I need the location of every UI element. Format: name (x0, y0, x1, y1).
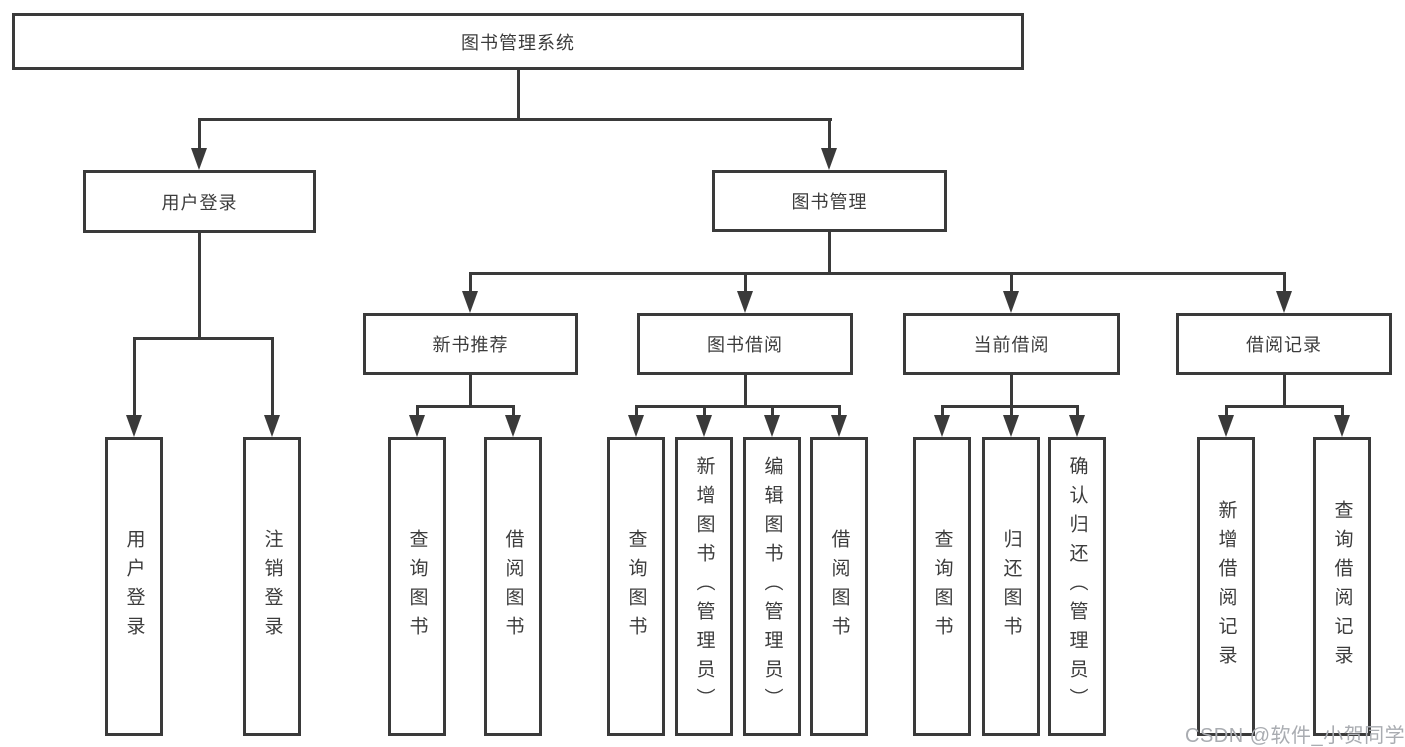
arrowhead-down (934, 415, 950, 437)
connector-bar (635, 405, 841, 408)
node-book-management: 图书管理 (712, 170, 947, 232)
connector-drop (771, 405, 774, 421)
node-label: 查询借阅记录 (1331, 499, 1353, 674)
connector-stem (1283, 375, 1286, 407)
connector-stem (1010, 375, 1013, 407)
node-book-borrow: 图书借阅 (637, 313, 853, 375)
arrowhead-down (1218, 415, 1234, 437)
node-label: 图书管理系统 (461, 32, 575, 53)
connector-drop (1225, 405, 1228, 421)
arrowhead-down (462, 291, 478, 313)
connector-drop (198, 118, 201, 154)
node-label: 注销登录 (261, 528, 283, 645)
connector-drop (1076, 405, 1079, 421)
node-label: 查询图书 (931, 528, 953, 645)
connector-drop (941, 405, 944, 421)
arrowhead-down (696, 415, 712, 437)
connector-root-stem (517, 70, 520, 118)
connector-stem (744, 375, 747, 407)
node-label: 用户登录 (161, 192, 238, 213)
arrowhead-down (628, 415, 644, 437)
leaf-confirm-return-admin: 确认归还（管理员） (1048, 437, 1106, 736)
leaf-query-books-current: 查询图书 (913, 437, 971, 736)
node-user-login: 用户登录 (83, 170, 316, 233)
arrowhead-down (409, 415, 425, 437)
connector-drop (828, 118, 831, 154)
connector-userlogin-stem (198, 233, 201, 337)
node-label: 图书管理 (791, 192, 868, 212)
connector-bar (1225, 405, 1343, 408)
arrowhead-down (821, 148, 837, 170)
leaf-edit-books-admin: 编辑图书（管理员） (743, 437, 801, 736)
arrowhead-down (191, 148, 207, 170)
connector-bar (416, 405, 515, 408)
arrowhead-down (1276, 291, 1292, 313)
connector-drop (271, 337, 274, 421)
connector-drop (635, 405, 638, 421)
node-label: 确认归还（管理员） (1066, 456, 1088, 717)
connector-drop (744, 272, 747, 296)
arrowhead-down (764, 415, 780, 437)
node-label: 借阅图书 (502, 528, 524, 645)
connector-drop (1341, 405, 1344, 421)
connector-drop (703, 405, 706, 421)
connector-drop (1010, 272, 1013, 296)
leaf-add-books-admin: 新增图书（管理员） (675, 437, 733, 736)
connector-bar (941, 405, 1078, 408)
node-label: 归还图书 (1000, 528, 1022, 645)
node-current-borrow: 当前借阅 (903, 313, 1120, 375)
node-label: 查询图书 (625, 528, 647, 645)
leaf-logout-login: 注销登录 (243, 437, 301, 736)
connector-drop (1283, 272, 1286, 296)
arrowhead-down (831, 415, 847, 437)
connector-stem (469, 375, 472, 407)
arrowhead-down (1069, 415, 1085, 437)
node-label: 图书借阅 (707, 335, 783, 355)
node-label: 当前借阅 (973, 335, 1050, 355)
leaf-query-borrow-record: 查询借阅记录 (1313, 437, 1371, 736)
arrowhead-down (126, 415, 142, 437)
leaf-add-borrow-record: 新增借阅记录 (1197, 437, 1255, 736)
csdn-watermark: CSDN @软件_小贺同学 (1185, 725, 1405, 747)
arrowhead-down (264, 415, 280, 437)
leaf-return-books: 归还图书 (982, 437, 1040, 736)
leaf-user-login: 用户登录 (105, 437, 163, 736)
arrowhead-down (1003, 415, 1019, 437)
node-new-book-recommend: 新书推荐 (363, 313, 578, 375)
arrowhead-down (1334, 415, 1350, 437)
node-label: 编辑图书（管理员） (761, 456, 783, 717)
connector-drop (838, 405, 841, 421)
arrowhead-down (1003, 291, 1019, 313)
arrowhead-down (737, 291, 753, 313)
connector-userlogin-bar (133, 337, 274, 340)
leaf-query-books-recommend: 查询图书 (388, 437, 446, 736)
node-library-system: 图书管理系统 (12, 13, 1024, 70)
node-label: 新增图书（管理员） (693, 456, 715, 717)
arrowhead-down (505, 415, 521, 437)
connector-drop (416, 405, 419, 421)
node-label: 新书推荐 (432, 335, 509, 355)
leaf-borrow-books: 借阅图书 (810, 437, 868, 736)
leaf-borrow-books-recommend: 借阅图书 (484, 437, 542, 736)
node-label: 借阅记录 (1246, 335, 1322, 355)
connector-level3-bar (469, 272, 1286, 275)
connector-drop (133, 337, 136, 421)
node-borrow-records: 借阅记录 (1176, 313, 1392, 375)
node-label: 借阅图书 (828, 528, 850, 645)
connector-drop (512, 405, 515, 421)
connector-level2-bar (198, 118, 832, 121)
leaf-query-books-borrow: 查询图书 (607, 437, 665, 736)
connector-bookmgmt-stem (828, 232, 831, 272)
connector-drop (1010, 405, 1013, 421)
connector-drop (469, 272, 472, 296)
node-label: 查询图书 (406, 528, 428, 645)
node-label: 用户登录 (123, 528, 145, 645)
node-label: 新增借阅记录 (1215, 499, 1237, 674)
